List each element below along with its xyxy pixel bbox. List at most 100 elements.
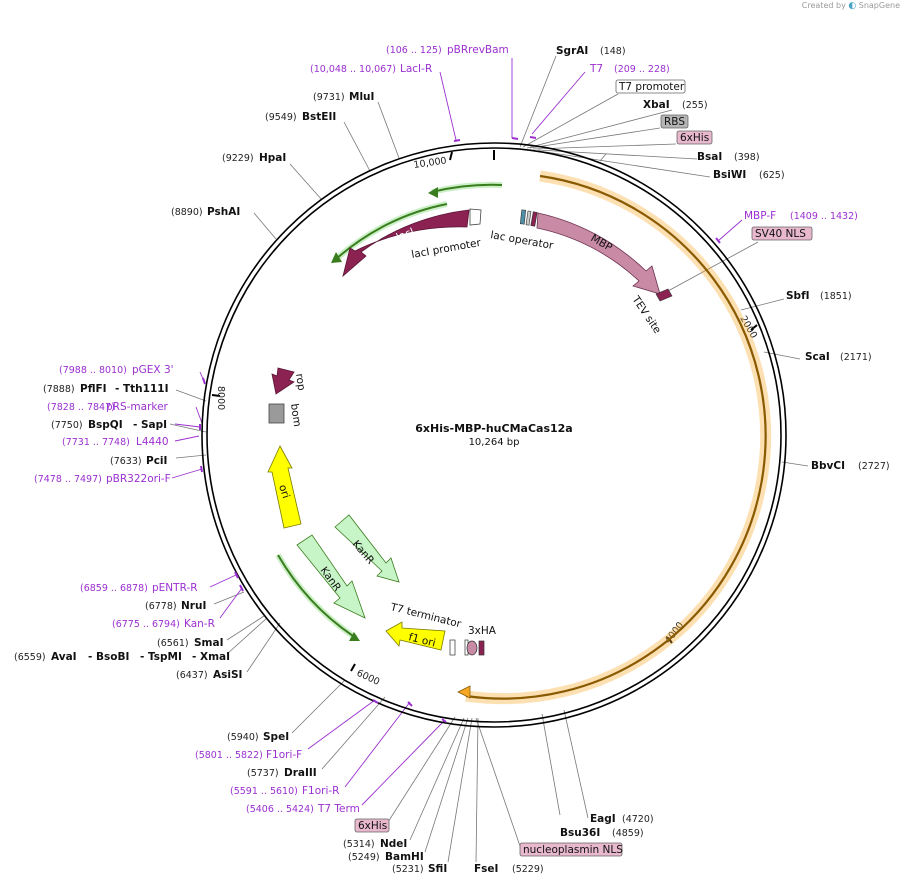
- enzyme-sfii-name: SfiI: [428, 863, 447, 875]
- boxed-t7-promoter: [615, 79, 686, 94]
- enzyme-xbai-pos: (255): [682, 100, 708, 111]
- feature-label-lac-operator: lac operator: [489, 229, 554, 252]
- enzyme-asisi-pos: (6437): [176, 670, 208, 681]
- enzyme-nrui-pos: (6778): [145, 601, 177, 612]
- enzyme-sgrai-pos: (148): [600, 46, 626, 57]
- plasmid-length: 10,264 bp: [469, 437, 520, 448]
- enzyme-avai-name: AvaI: [51, 651, 77, 663]
- feature-label-laci-promoter: lacI promoter: [410, 237, 482, 261]
- enzyme-eagi-name: EagI: [590, 813, 616, 825]
- boxed-label-sv40-nls: SV40 NLS: [755, 228, 806, 240]
- enzyme-sfii-pos: (5231): [392, 864, 424, 875]
- enzyme-sep-2: -: [140, 651, 144, 663]
- enzyme-bsu36i-pos: (4859): [612, 828, 644, 839]
- enzyme-bspqi-pos: (7750): [51, 420, 83, 431]
- enzyme-bamhi-pos: (5249): [348, 852, 380, 863]
- enzyme-pshai-name: PshAI: [207, 206, 240, 218]
- primer-prs-marker-range: (7828 .. 7847): [47, 402, 115, 413]
- enzyme-pcii-pos: (7633): [110, 456, 142, 467]
- tick-label-6000: 6000: [355, 668, 382, 688]
- primer-pbr322ori-f-range: (7478 .. 7497): [34, 474, 102, 485]
- boxed-label-nucleoplasmin-nls: nucleoplasmin NLS: [523, 844, 623, 856]
- enzyme-bsiwi-name: BsiWI: [713, 169, 746, 181]
- feature-f1-ori-arrow: [385, 621, 446, 651]
- enzyme-draiii-name: DraIII: [284, 767, 317, 779]
- enzyme-tspmi-name: TspMI: [148, 651, 182, 663]
- primer-f1ori-r-range: (5591 .. 5610): [230, 786, 298, 797]
- enzyme-sep-1: -: [88, 651, 92, 663]
- enzyme-pflfi-pos: (7888): [43, 384, 75, 395]
- orf-laci-arrowhead: [331, 252, 342, 263]
- enzyme-pshai-pos: (8890): [171, 207, 203, 218]
- feature-ori-arrow: [267, 445, 302, 529]
- primer-pbrrevbam-range: (106 .. 125): [386, 45, 442, 56]
- boxed-nucleoplasmin-nls: [519, 842, 623, 857]
- enzyme-nrui-name: NruI: [181, 600, 206, 612]
- enzyme-pflfi-name: PflFI: [80, 383, 107, 395]
- enzyme-avai-pos: (6559): [14, 652, 46, 663]
- enzyme-spei-pos: (5940): [227, 732, 259, 743]
- feature-t7-term-box: [449, 639, 456, 656]
- boxed-label-6xhis-top: 6xHis: [680, 132, 709, 144]
- enzyme-bamhi-name: BamHI: [385, 851, 424, 863]
- feature-3xha-box: [466, 640, 478, 656]
- orf-laci: [334, 203, 448, 261]
- enzyme-mlui-name: MluI: [349, 91, 374, 103]
- primer-t7-name: T7: [589, 63, 603, 75]
- feature-rop-arrow: [271, 367, 295, 395]
- primer-l4440-range: (7731 .. 7748): [62, 437, 130, 448]
- feature-6xhis-box: [530, 211, 538, 227]
- enzyme-asisi-name: AsiSI: [213, 669, 242, 681]
- primer-f1ori-f-name: F1ori-F: [266, 749, 302, 761]
- feature-label-ori: ori: [276, 483, 292, 500]
- boxed-6xhis-top: [676, 130, 713, 145]
- feature-lac-operator-box: [519, 209, 527, 225]
- enzyme-pcii-name: PciI: [146, 455, 167, 467]
- enzyme-smai-name: SmaI: [194, 637, 224, 649]
- primer-pgex3-range: (7988 .. 8010): [59, 365, 127, 376]
- primer-pbr322ori-f-name: pBR322ori-F: [106, 473, 171, 485]
- enzyme-sep-3: -: [192, 651, 196, 663]
- feature-label-tev-site: TEV site: [629, 293, 663, 336]
- primer-pentr-r-range: (6859 .. 6878): [80, 583, 148, 594]
- snapgene-watermark: Created by ◐ SnapGene: [802, 1, 900, 11]
- enzyme-draiii-pos: (5737): [247, 768, 279, 779]
- enzyme-bsu36i-name: Bsu36I: [560, 827, 600, 839]
- enzyme-bsiwi-pos: (625): [759, 170, 785, 181]
- primer-t7-term-range: (5406 .. 5424): [246, 804, 314, 815]
- enzyme-sgrai-name: SgrAI: [556, 45, 588, 57]
- feature-laci-arrow: [342, 209, 470, 278]
- enzyme-spei-name: SpeI: [263, 731, 289, 743]
- primer-kan-r-range: (6775 .. 6794): [112, 619, 180, 630]
- enzyme-sapi-name: SapI: [141, 419, 167, 431]
- snapgene-logo-icon: ◐: [848, 1, 857, 11]
- enzyme-bspqi-name: BspQI: [88, 419, 123, 431]
- feature-bom-box: [268, 403, 285, 424]
- enzyme-eagi-pos: (4720): [622, 814, 654, 825]
- enzyme-bsai-name: BsaI: [697, 151, 722, 163]
- watermark-created-by: Created by: [801, 1, 846, 10]
- enzyme-sep-5: -: [133, 419, 137, 431]
- enzyme-ndei-name: NdeI: [380, 838, 407, 850]
- feature-kanr-arrow-1: [334, 514, 400, 583]
- primer-mbp-f-range: (1409 .. 1432): [790, 211, 858, 222]
- orf-lacir-arrowhead: [428, 187, 438, 198]
- enzyme-xbai-name: XbaI: [643, 99, 670, 111]
- feature-laci-promoter-box: [469, 208, 482, 226]
- feature-label-bom: bom: [288, 403, 303, 428]
- primer-t7-term-name: T7 Term: [317, 803, 360, 815]
- enzyme-xmai-name: XmaI: [200, 651, 230, 663]
- enzyme-bsteii-pos: (9549): [265, 112, 297, 123]
- enzyme-fsei-pos: (5229): [512, 864, 544, 875]
- feature-label-rop: rop: [293, 373, 307, 392]
- primer-t7-range: (209 .. 228): [614, 64, 670, 75]
- primer-pbrrevbam-name: pBRrevBam: [447, 44, 509, 56]
- primer-pentr-r-name: pENTR-R: [152, 582, 198, 594]
- orf-kan-arrowhead: [349, 632, 360, 641]
- leader-lines: [169, 55, 809, 863]
- enzyme-smai-pos: (6561): [157, 638, 189, 649]
- primer-laci-r-name: LacI-R: [400, 63, 432, 75]
- feature-rbs-box: [525, 210, 532, 226]
- boxed-6xhis-bottom: [354, 818, 390, 833]
